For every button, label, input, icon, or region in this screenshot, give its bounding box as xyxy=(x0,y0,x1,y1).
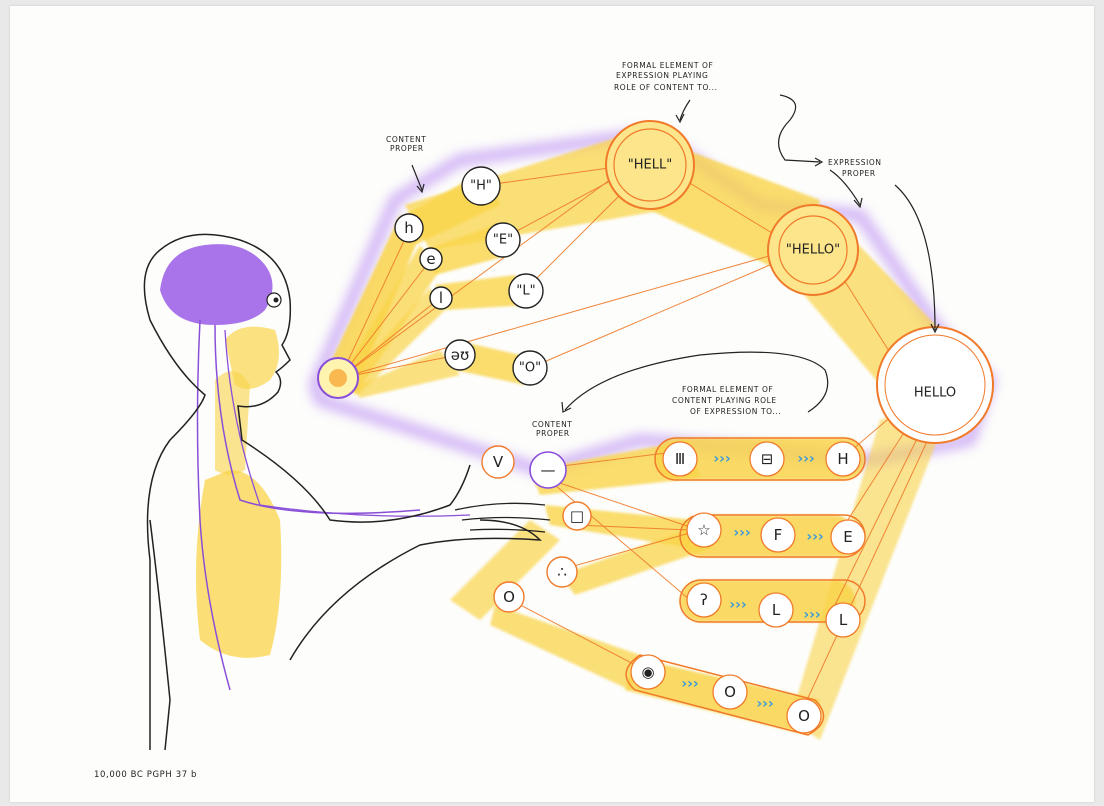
word-hell: "HELL" xyxy=(606,121,694,209)
formal-expression-label: EXPRESSION PLAYING xyxy=(616,71,708,80)
content-proper-lower-label: CONTENT xyxy=(532,420,572,429)
written-hello: HELLO xyxy=(877,327,993,443)
chevrons-icon: ››› xyxy=(797,451,814,467)
phoneme-node: "O" xyxy=(519,361,541,376)
pictogram-node: Ⅲ xyxy=(675,450,685,468)
letter-node: O xyxy=(798,707,810,725)
mouth-burst xyxy=(318,358,358,398)
gesture-node: V xyxy=(493,453,504,471)
written-hello-label: HELLO xyxy=(914,386,956,401)
letter-node: E xyxy=(843,528,852,546)
sound-node: əʊ xyxy=(451,346,470,364)
gesture-node: ∴ xyxy=(557,563,567,581)
sound-node: h xyxy=(404,219,414,237)
word-hello-label: "HELLO" xyxy=(786,243,840,258)
footer-caption: 10,000 BC PGPH 37 b xyxy=(94,770,197,780)
glyph-node: L xyxy=(772,601,781,619)
gesture-node: □ xyxy=(570,507,584,525)
formal-expression-label: FORMAL ELEMENT OF xyxy=(622,61,713,70)
formal-expression-label: ROLE OF CONTENT TO... xyxy=(614,83,718,92)
chevrons-icon: ››› xyxy=(681,676,698,692)
phoneme-node: "E" xyxy=(493,233,513,248)
glyph-node: O xyxy=(724,683,736,701)
sound-node: l xyxy=(439,289,443,307)
glyph-node: F xyxy=(774,526,783,544)
word-hello: "HELLO" xyxy=(768,205,858,295)
chevrons-icon: ››› xyxy=(806,529,823,545)
gesture-node: — xyxy=(541,461,556,479)
gesture-node: O xyxy=(503,588,515,606)
phoneme-node: "L" xyxy=(516,284,535,299)
letter-node: L xyxy=(839,611,848,629)
word-hell-label: "HELL" xyxy=(628,158,672,173)
expression-proper-label: PROPER xyxy=(842,169,876,178)
content-proper-label: CONTENT xyxy=(386,135,426,144)
chevrons-icon: ››› xyxy=(733,525,750,541)
phoneme-node: "H" xyxy=(470,179,492,194)
formal-content-label: OF EXPRESSION TO... xyxy=(690,407,781,416)
chevrons-icon: ››› xyxy=(729,597,746,613)
formal-content-label: FORMAL ELEMENT OF xyxy=(682,385,773,394)
content-proper-label: PROPER xyxy=(390,144,424,153)
chevrons-icon: ››› xyxy=(713,451,730,467)
glyph-node: ⊟ xyxy=(761,450,774,468)
pictogram-node: ◉ xyxy=(641,663,654,681)
pictogram-node: ʔ xyxy=(700,591,708,609)
chevrons-icon: ››› xyxy=(803,607,820,623)
sound-node: e xyxy=(426,250,435,268)
formal-content-label: CONTENT PLAYING ROLE xyxy=(672,396,777,405)
letter-node: H xyxy=(837,450,848,468)
content-proper-lower-label: PROPER xyxy=(536,429,570,438)
expression-proper-label: EXPRESSION xyxy=(828,158,882,167)
writing-bands xyxy=(450,395,955,740)
chevrons-icon: ››› xyxy=(756,696,773,712)
pictogram-node: ☆ xyxy=(697,521,710,539)
